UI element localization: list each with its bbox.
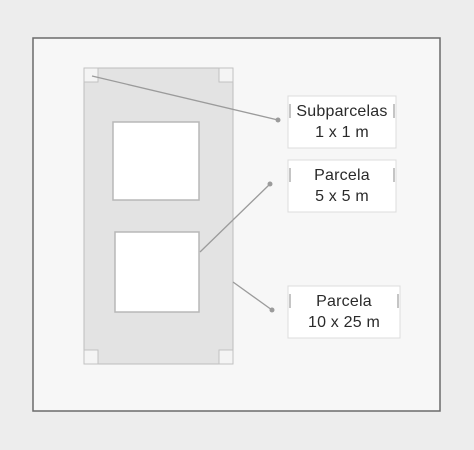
leader-line-subplots (91, 75, 279, 121)
label-box-subplots (287, 95, 397, 149)
leader-dot-plot-5x5 (267, 181, 273, 187)
leader-line-plot-5x5 (199, 183, 271, 253)
leader-dot-subplots (275, 117, 281, 123)
label-brackets (289, 104, 399, 308)
label-subplots-size: 1 x 1 m (315, 124, 369, 141)
label-plot-5x5-name: Parcela (314, 167, 370, 184)
plot-10x25 (83, 67, 234, 365)
label-box-plot-5x5 (287, 159, 397, 213)
label-subplots-name: Subparcelas (296, 103, 388, 120)
label-plot-10x25-name: Parcela (316, 293, 372, 310)
subplot-bottom-left (83, 349, 99, 365)
label-plot-5x5-size: 5 x 5 m (315, 188, 369, 205)
label-plot-10x25: Parcela 10 x 25 m (288, 291, 400, 333)
subplot-bottom-right (218, 349, 234, 365)
leader-dot-plot-10x25 (269, 307, 275, 313)
label-plot-5x5: Parcela 5 x 5 m (288, 165, 396, 207)
label-subplots: Subparcelas 1 x 1 m (288, 101, 396, 143)
subplot-top-right (218, 67, 234, 83)
label-plot-10x25-size: 10 x 25 m (307, 314, 381, 331)
leader-line-plot-10x25 (232, 281, 273, 311)
plot-5x5-upper (112, 121, 200, 201)
plot-5x5-lower (114, 231, 200, 313)
label-box-plot-10x25 (287, 285, 401, 339)
subplot-top-left (83, 67, 99, 83)
